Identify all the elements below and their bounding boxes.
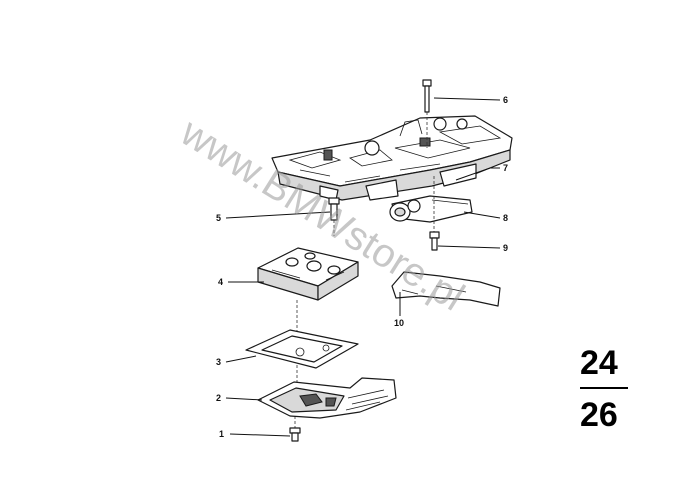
group-number-top: 24 [580, 344, 618, 382]
leader-lines [225, 97, 501, 437]
callout-6: 6 [503, 95, 508, 105]
callout-1: 1 [219, 429, 224, 439]
bolt-part-9 [429, 176, 440, 251]
gasket-part-3 [245, 329, 359, 369]
callout-7: 7 [503, 163, 508, 173]
callout-4: 4 [218, 277, 223, 287]
screw-part-1 [289, 427, 301, 442]
valve-body-assembly [271, 115, 513, 201]
group-number-bottom: 26 [580, 396, 618, 434]
block-part-4 [257, 247, 359, 301]
bolt-part-5 [328, 197, 340, 236]
callout-8: 8 [503, 213, 508, 223]
callout-5: 5 [216, 213, 221, 223]
bolt-part-6 [422, 79, 432, 148]
callout-numbers: 1 2 3 4 5 6 7 8 9 10 [216, 95, 508, 439]
bracket-part-8 [389, 195, 473, 223]
callout-3: 3 [216, 357, 221, 367]
filter-part-2 [257, 377, 397, 419]
callout-10: 10 [394, 318, 404, 328]
plate-part-10 [391, 271, 501, 307]
callout-2: 2 [216, 393, 221, 403]
callout-9: 9 [503, 243, 508, 253]
group-number: 24 26 [580, 344, 628, 434]
